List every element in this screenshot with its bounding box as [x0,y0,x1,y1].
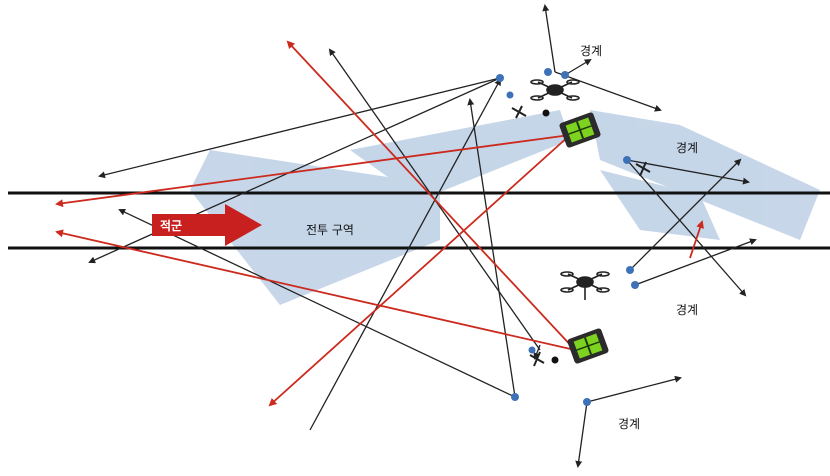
drone-icon [560,271,610,300]
observe-line [586,375,682,403]
crosshair-icon [635,161,651,177]
crosshair-icon [529,351,545,367]
guard-label-right-upper: 경계 [676,141,699,155]
crosshair-icon [511,105,527,119]
fire-lines [55,40,704,407]
enemy-label: 적군 [160,219,183,233]
observe-line [626,159,750,185]
observe-line [626,159,747,297]
unit-dot [542,109,550,117]
enemy-arrow [152,204,262,246]
fire-line [286,40,576,351]
soldier-dot-icon [528,346,536,354]
soldier-dot-icon [623,156,631,164]
sensor-cone-right-low [600,170,720,240]
observe-line [467,98,516,398]
guard-label-top: 경계 [580,44,603,58]
fire-line [55,134,571,208]
observe-line [533,344,541,360]
soldier-dot-icon [511,393,519,401]
observe-lines [88,4,757,468]
observe-line [634,238,757,286]
guard-label-right-lower: 경계 [676,303,699,317]
sensor-cone-right [590,110,820,240]
soldier-dot-icon [626,266,634,274]
fire-line [268,134,571,407]
soldier-dot-icon [506,91,514,99]
observe-line [564,58,592,76]
observe-line [629,158,742,271]
soldier-dot-icon [561,71,569,79]
observe-line [309,78,501,431]
robot-vehicle-icon [559,112,601,148]
fire-line [689,220,704,259]
fire-line [55,229,576,351]
battle-zone-label: 전투 구역 [306,223,354,237]
observe-line [554,71,662,112]
observe-line [98,77,501,179]
observe-line [118,208,516,398]
soldier-dot-icon [631,281,639,289]
soldier-dot-icon [496,74,504,82]
soldier-dot-icon [583,398,591,406]
observe-line [575,401,588,468]
soldier-dot-icon [544,68,552,76]
robot-vehicle-icon [567,328,609,364]
guard-label-bottom: 경계 [618,417,641,431]
soldier-dots [496,68,639,406]
drone-icon [530,79,580,101]
unit-dot [551,356,559,364]
observe-line [542,4,556,73]
